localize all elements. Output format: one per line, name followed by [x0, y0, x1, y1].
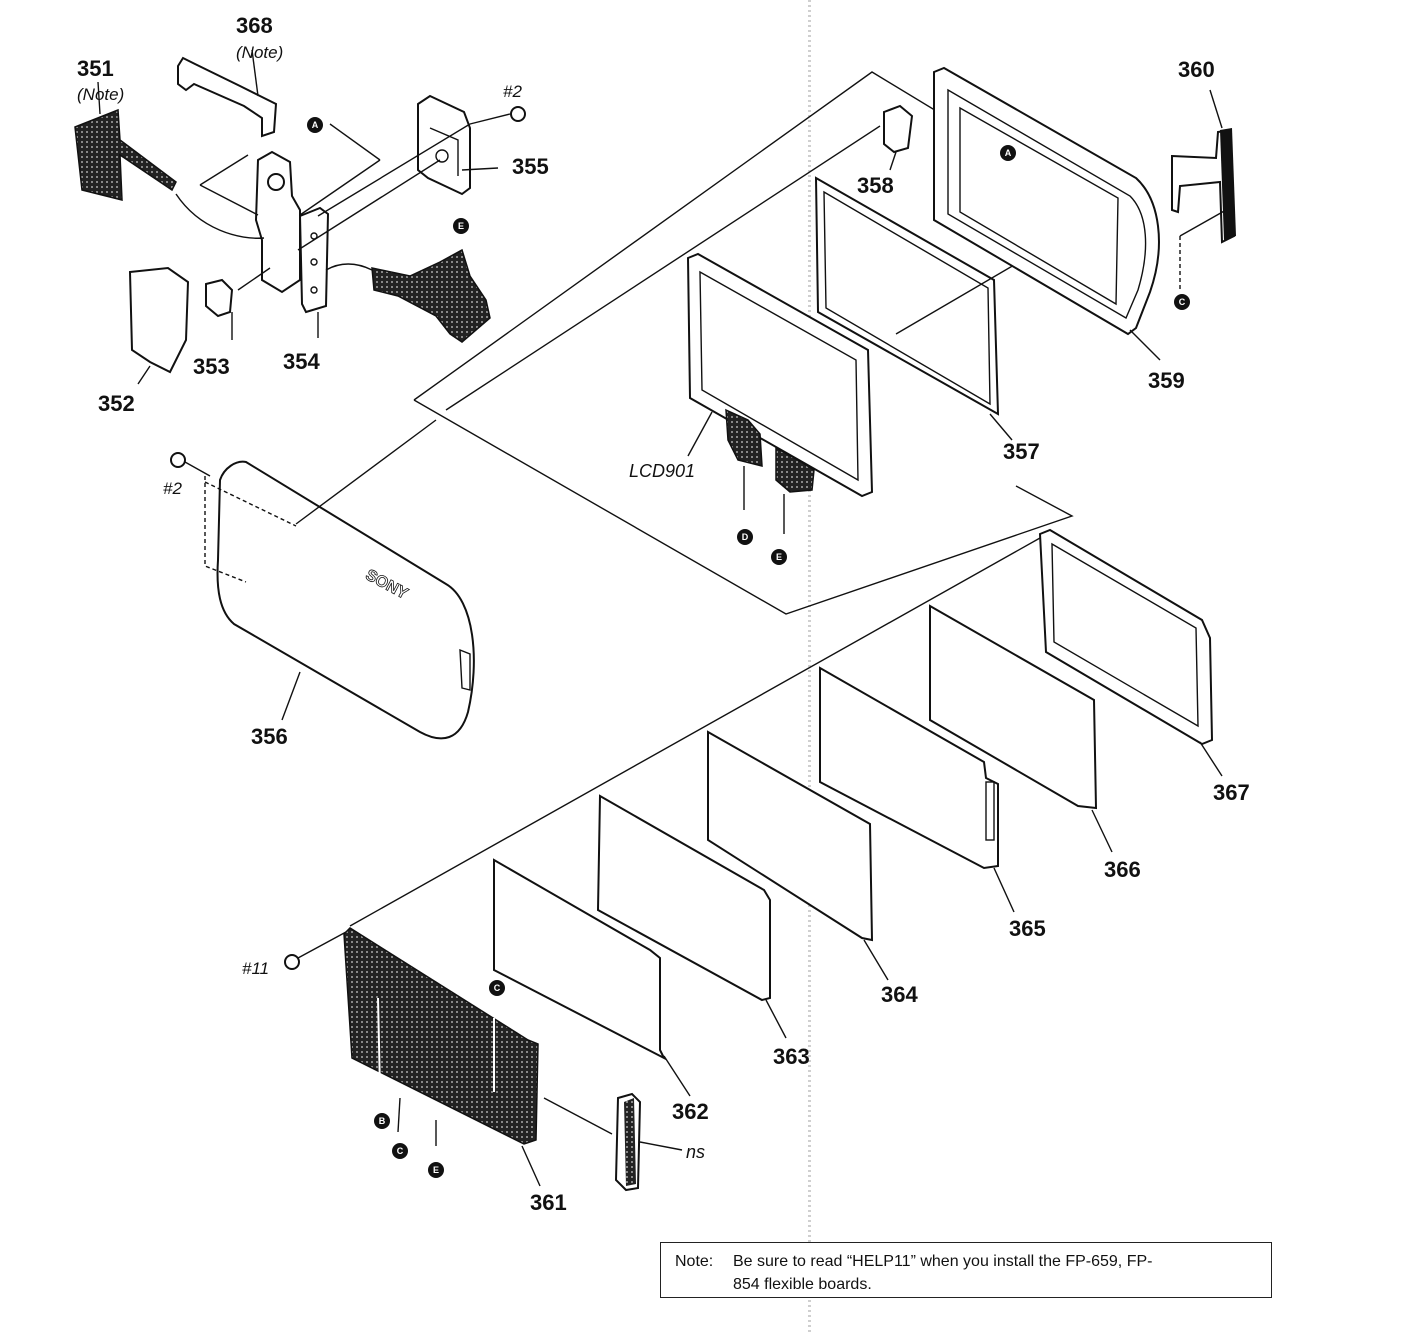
marker-e-2: E: [771, 549, 787, 565]
frame-367: [1038, 528, 1223, 777]
marker-a-2: A: [1000, 145, 1016, 161]
flex-part-360: [1171, 89, 1236, 290]
label-354: 354: [283, 349, 320, 374]
lcd-panel-lcd901: [686, 252, 874, 534]
board-361: [343, 927, 541, 1187]
outer-casing-356: SONY: [216, 460, 475, 740]
assembly-outline-lower: [349, 537, 1041, 1135]
marker-a-1: A: [307, 117, 323, 133]
frame-357: [814, 176, 1027, 441]
label-363: 363: [773, 1044, 810, 1069]
label-356: 356: [251, 724, 288, 749]
svg-text:E: E: [433, 1165, 439, 1175]
label-366: 366: [1104, 857, 1141, 882]
screw-11: [284, 931, 347, 970]
label-360: 360: [1178, 57, 1215, 82]
connector-ns: [614, 1092, 683, 1192]
marker-c-3: C: [392, 1143, 408, 1159]
svg-text:A: A: [1005, 148, 1012, 158]
svg-text:B: B: [379, 1116, 386, 1126]
svg-text:E: E: [776, 552, 782, 562]
sheet-363: [596, 794, 787, 1039]
screw-2-top: [510, 106, 526, 122]
svg-text:A: A: [312, 120, 319, 130]
label-351: 351: [77, 56, 114, 81]
label-364: 364: [881, 982, 918, 1007]
note-line-1: Be sure to read “HELP11” when you instal…: [733, 1253, 1153, 1270]
svg-text:C: C: [397, 1146, 404, 1156]
bracket-358: [883, 104, 914, 171]
label-lcd901: LCD901: [629, 461, 695, 481]
svg-text:E: E: [458, 221, 464, 231]
cover-352: [128, 266, 190, 374]
label-screw-2-top: #2: [503, 82, 522, 101]
label-367: 367: [1213, 780, 1250, 805]
marker-c-2: C: [489, 980, 505, 996]
label-358: 358: [857, 173, 894, 198]
marker-c-1: C: [1174, 294, 1190, 310]
note-line-2: 854 flexible boards.: [733, 1276, 872, 1293]
marker-b-1: B: [374, 1113, 390, 1129]
label-352: 352: [98, 391, 135, 416]
label-359: 359: [1148, 368, 1185, 393]
note-lead: Note:: [675, 1253, 714, 1270]
label-353: 353: [193, 354, 230, 379]
panel-frame-359: [933, 66, 1161, 361]
sheet-362: [493, 858, 691, 1097]
hinge-354: [254, 150, 330, 314]
label-361: 361: [530, 1190, 567, 1215]
installation-note: Note: Be sure to read “HELP11” when you …: [660, 1242, 1272, 1298]
screw-2-left: [170, 452, 297, 583]
sheet-366: [929, 604, 1113, 853]
label-355: 355: [512, 154, 549, 179]
label-368: 368: [236, 13, 273, 38]
bracket-355: [417, 94, 471, 196]
label-362: 362: [672, 1099, 709, 1124]
label-351-note: (Note): [77, 85, 124, 104]
marker-e-1: E: [453, 218, 469, 234]
sheet-364: [707, 730, 889, 981]
assembly-outline-upper: [295, 71, 1074, 615]
svg-text:C: C: [1179, 297, 1186, 307]
sheet-365: [819, 666, 1015, 913]
flex-board-e: [371, 248, 491, 343]
svg-text:D: D: [742, 532, 749, 542]
label-365: 365: [1009, 916, 1046, 941]
leader-lines-hinge: [97, 49, 511, 385]
svg-text:C: C: [494, 983, 501, 993]
clip-353: [205, 278, 234, 318]
flex-board-351: [74, 108, 177, 201]
label-screw-11: #11: [242, 959, 269, 978]
label-357: 357: [1003, 439, 1040, 464]
label-368-note: (Note): [236, 43, 283, 62]
flex-cable-368: [177, 56, 278, 138]
marker-e-3: E: [428, 1162, 444, 1178]
marker-d-1: D: [737, 529, 753, 545]
label-screw-2-left: #2: [163, 479, 182, 498]
label-ns: ns: [686, 1142, 705, 1162]
